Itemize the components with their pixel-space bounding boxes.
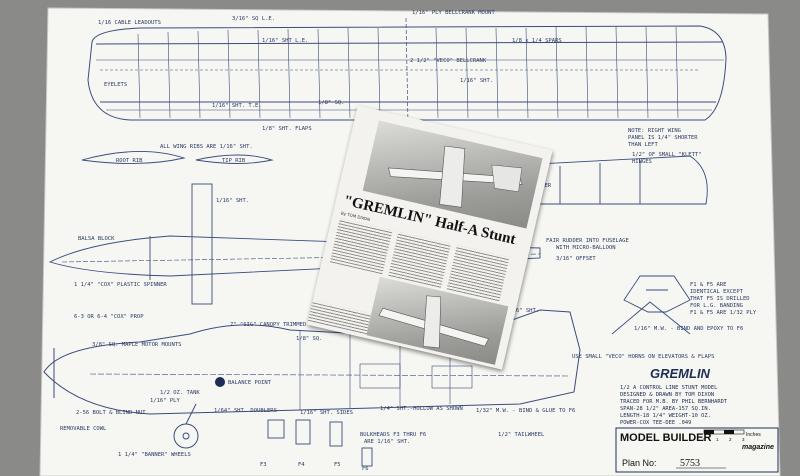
label-f6: F6 bbox=[362, 466, 369, 472]
label-balance-point: BALANCE POINT bbox=[228, 380, 272, 386]
wing-planform bbox=[87, 17, 727, 125]
label-tip-rib: TIP RIB bbox=[222, 158, 246, 164]
bulkhead-shapes bbox=[267, 419, 373, 467]
plan-desc-3: TRACED FOR M.B. BY PHIL BERNHARDT bbox=[620, 399, 728, 405]
label-tailwheel: 1/2" TAILWHEEL bbox=[498, 432, 545, 438]
scale-tick-label: 3 bbox=[742, 437, 745, 442]
clipping-text-col-1 bbox=[329, 218, 393, 276]
label-prop: 6-3 OR 6-4 "COX" PROP bbox=[74, 314, 144, 320]
label-former-note-3: THAT F5 IS DRILLED bbox=[690, 296, 750, 302]
label-f5: F5 bbox=[334, 462, 341, 468]
label-rib-note: ALL WING RIBS ARE 1/16" SHT. bbox=[160, 144, 253, 150]
model-plane-photo-icon bbox=[378, 295, 490, 349]
label-cable-leadouts: 1/16 CABLE LEADOUTS bbox=[98, 20, 161, 26]
clipping-photo-bottom bbox=[366, 276, 509, 365]
label-former-note-5: F1 & F5 ARE 1/32 PLY bbox=[690, 310, 757, 316]
label-bulkheads-1: BULKHEADS F3 THRU F6 bbox=[360, 432, 426, 438]
plan-desc-5: LENGTH-18 1/4" WEIGHT-10 OZ. bbox=[620, 413, 711, 419]
scale-tick-label: 2 bbox=[729, 437, 732, 442]
label-offset: 3/16" OFFSET bbox=[556, 256, 596, 262]
label-wire-glue: 1/32" M.W. - BIND & GLUE TO F6 bbox=[476, 408, 575, 414]
clipping-photo-top bbox=[362, 120, 543, 229]
label-eyelets: EYELETS bbox=[104, 82, 127, 88]
inches-label: Inches bbox=[746, 432, 761, 438]
label-spinner: 1 1/4" "COX" PLASTIC SPINNER bbox=[74, 282, 167, 288]
label-tank-ply: 1/16" PLY bbox=[150, 398, 180, 404]
label-tail-sheet: 1/16" SHT. bbox=[506, 308, 539, 314]
label-hinges: 1/2" OF SMALL "KLETT" bbox=[632, 152, 702, 158]
label-fin-sheet: 1/16" SHT. bbox=[216, 198, 249, 204]
label-sheet-te: 1/16" SHT. T.E. bbox=[212, 103, 262, 109]
label-motor-mounts: 3/8" SQ. MAPLE MOTOR MOUNTS bbox=[92, 342, 181, 348]
label-bellcrank-mount: 1/16" PLY BELLCRANK MOUNT bbox=[412, 10, 495, 16]
label-f3: F3 bbox=[260, 462, 267, 468]
label-micro-balloon: WITH MICRO-BALLOON bbox=[556, 245, 616, 251]
label-veco-horns: USE SMALL "VECO" HORNS ON ELEVATORS & FL… bbox=[572, 354, 714, 360]
label-wing-note-1: NOTE: RIGHT WING bbox=[628, 128, 681, 134]
plan-no-label: Plan No: bbox=[622, 458, 657, 468]
label-hinges-2: HINGES bbox=[632, 159, 652, 165]
tip-rib bbox=[195, 154, 274, 164]
root-rib bbox=[81, 151, 186, 165]
inch-scale bbox=[703, 429, 745, 435]
former-detail bbox=[611, 275, 691, 335]
plan-desc-2: DESIGNED & DRAWN BY TOM DIXON bbox=[620, 392, 714, 398]
plan-desc-4: SPAN-28 1/2" AREA-157 SQ.IN. bbox=[620, 406, 711, 412]
label-spars: 1/8 x 1/4 SPARS bbox=[512, 38, 562, 44]
label-balsa-block: BALSA BLOCK bbox=[78, 236, 115, 242]
label-sheet-le: 1/16" SHT L.E. bbox=[262, 38, 308, 44]
brand-magazine: magazine bbox=[742, 444, 774, 451]
scale-tick-label: 1 bbox=[716, 437, 719, 442]
label-bellcrank: 2 1/2" "VECO" BELLCRANK bbox=[410, 58, 487, 64]
label-flaps: 1/8" SHT. FLAPS bbox=[262, 126, 312, 132]
label-bulkheads-2: ARE 1/16" SHT. bbox=[364, 439, 410, 445]
label-sheet: 1/16" SHT. bbox=[460, 78, 493, 84]
scale-tick-label: 0 bbox=[703, 437, 706, 442]
label-canopy: 7" "SIG" CANOPY TRIMMED bbox=[230, 322, 306, 328]
magazine-clipping: "GREMLIN" Half-A Stunt By TOM DIXON bbox=[307, 105, 553, 370]
label-cowl: REMOVABLE COWL bbox=[60, 426, 107, 432]
model-plane-photo-icon bbox=[388, 145, 523, 208]
label-doublers: 1/64" SHT. DOUBLERS bbox=[214, 408, 277, 414]
label-former-note-4: FOR L.G. BANDING bbox=[690, 303, 743, 309]
label-hollow: 1/4" SHT.-HOLLOW AS SHOWN bbox=[380, 406, 463, 412]
label-former-note-2: IDENTICAL EXCEPT bbox=[690, 289, 744, 295]
plan-desc-1: 1/2 A CONTROL LINE STUNT MODEL bbox=[620, 385, 717, 391]
plan-desc-6: POWER-COX TEE-DEE .049 bbox=[620, 420, 691, 426]
plan-logo-block: MODEL BUILDER magazine Inches Plan No: 5… bbox=[615, 427, 779, 473]
label-bolt: 2-56 BOLT & BLIND NUT bbox=[76, 410, 146, 416]
label-wheels: 1 1/4" "BANNER" WHEELS bbox=[118, 452, 191, 458]
label-tank: 1/2 OZ. TANK bbox=[160, 390, 200, 396]
label-root-rib: ROOT RIB bbox=[116, 158, 143, 164]
label-tail-sq: 1/8" SQ. bbox=[296, 336, 323, 342]
label-wing-note-3: THAN LEFT bbox=[628, 142, 658, 148]
label-fin-rudder: FAIR RUDDER INTO FUSELAGE bbox=[546, 238, 629, 244]
label-f4: F4 bbox=[298, 462, 305, 468]
label-le-strip: 3/16" SQ L.E. bbox=[232, 16, 275, 22]
label-sides: 1/16" SHT. SIDES bbox=[300, 410, 353, 416]
plan-no-value: 5753 bbox=[680, 458, 700, 469]
label-sq-te: 1/8" SQ. bbox=[318, 100, 345, 106]
plan-title: GREMLIN bbox=[650, 366, 711, 381]
label-former-note-1: F1 & F5 ARE bbox=[690, 282, 726, 288]
balance-point-marker bbox=[215, 377, 225, 387]
label-wire-bind: 1/16" M.W. - BIND AND EPOXY TO F6 bbox=[634, 326, 743, 332]
fuselage-top-view bbox=[48, 183, 541, 305]
label-wing-note-2: PANEL IS 1/4" SHORTER bbox=[628, 135, 698, 141]
brand-name: MODEL BUILDER bbox=[620, 432, 712, 444]
